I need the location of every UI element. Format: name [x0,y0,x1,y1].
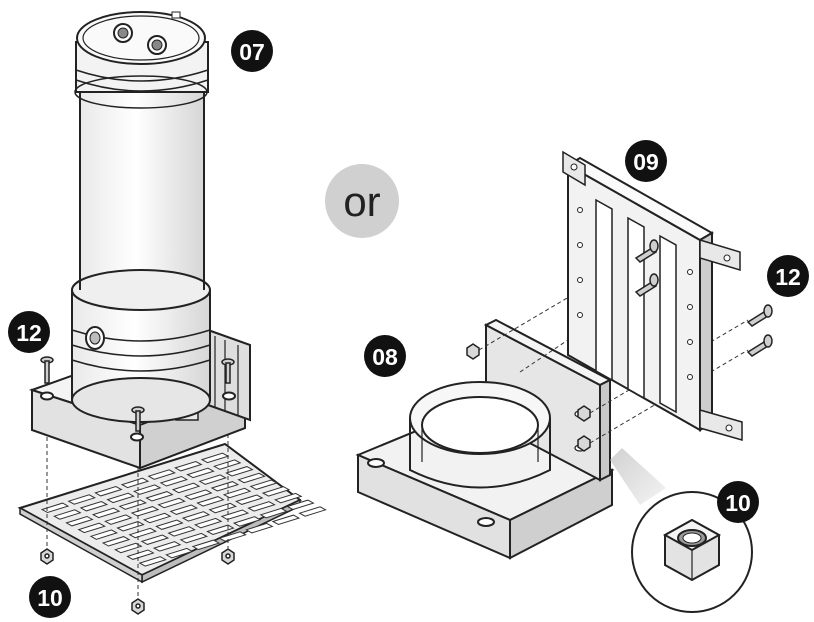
bracket-plate [562,150,743,441]
mesh-slot [235,494,264,505]
mesh-slot [157,497,186,509]
nut-detail-magnifier [610,448,753,613]
mesh-slot [245,522,274,534]
mesh-slot [114,542,143,554]
mesh-slot [271,514,301,526]
callout-07: 07 [231,30,273,72]
mesh-slot [237,472,266,484]
callout-10-left: 10 [29,576,71,618]
mesh-slot [198,474,227,485]
mesh-slot [126,549,155,560]
mesh-slot [196,496,225,507]
mesh-slot [91,507,121,519]
mesh-slot [174,460,203,472]
mesh-slot [169,504,199,515]
alternate-base-bracket [355,318,615,560]
callout-10-right-label: 10 [725,490,751,516]
mesh-slot [67,494,96,505]
mesh-slot [218,531,247,542]
screw-icon [40,356,54,384]
mesh-slot [106,492,135,504]
mesh-slot [142,512,172,524]
mesh-slot [249,479,279,490]
callout-10-right: 10 [717,481,759,523]
mesh-slot [286,499,315,511]
mesh-slot [128,527,157,539]
callout-12-right-label: 12 [775,264,801,290]
callout-12-left: 12 [8,311,50,353]
hex-nut-icon [221,548,235,565]
mesh-slot [145,491,174,502]
screw-icon [131,406,145,432]
mesh-slot [225,466,254,477]
mesh-slot [181,511,211,522]
reservoir-cylinder [71,11,211,423]
callout-07-label: 07 [239,39,265,65]
mesh-slot [101,536,131,547]
mesh-slot [159,475,189,487]
screw-icon [634,239,659,263]
mesh-slot [53,509,82,520]
mesh-slot [222,487,252,499]
hex-nut-icon [577,435,591,452]
callout-10-left-label: 10 [37,585,63,611]
mesh-slot [130,506,160,517]
or-separator: or [325,164,399,238]
mesh-slot [104,514,133,525]
mesh-slot [77,522,106,534]
mesh-slot [40,502,70,514]
mesh-slot [147,469,176,480]
mesh-slot [247,501,276,512]
mesh-slot [232,516,262,527]
mesh-slot [179,532,209,544]
hex-nut-icon [131,598,145,615]
mesh-slot [155,519,184,530]
mesh-slot [65,515,94,527]
mesh-slot [79,500,109,512]
guide-lines-left [46,360,229,600]
mesh-slot [298,506,327,517]
screw-icon [746,304,773,327]
mesh-slot [116,521,145,532]
callout-08-label: 08 [372,344,398,370]
mesh-slot [118,499,148,510]
mesh-slot [165,547,194,559]
mesh-slot [120,477,150,489]
mesh-slot [94,485,123,497]
callout-12-left-label: 12 [16,320,42,346]
mesh-slot [206,524,235,536]
hex-nut-icon [577,405,591,422]
mesh-slot [152,541,182,552]
mesh-slot [171,482,201,494]
hex-nut-icon [466,343,480,360]
mesh-slot [89,529,119,540]
mesh-slot [140,534,170,545]
mesh-slot [259,507,288,519]
mesh-slot [167,526,196,537]
mesh-slot [208,502,237,514]
mesh-slot [273,492,303,504]
callout-08: 08 [364,335,406,377]
mesh-slot [186,467,215,479]
mesh-slot [220,509,250,521]
mesh-slot [191,539,221,551]
callout-09-label: 09 [633,149,659,175]
mesh-slot [261,486,291,497]
screw-icon [634,273,659,297]
mesh-slot [184,489,213,500]
screw-icon [746,334,773,357]
hex-nut-icon [662,518,722,582]
mesh-slot [138,556,167,567]
callout-12-right: 12 [767,255,809,297]
hex-nut-icon [40,548,54,565]
mesh-slot [210,481,240,492]
mesh-mounting-plate [17,442,327,584]
callout-09: 09 [625,140,667,182]
mesh-slot [193,517,223,529]
or-label: or [343,178,380,225]
screw-icon [221,358,235,384]
mesh-slot [132,484,162,495]
